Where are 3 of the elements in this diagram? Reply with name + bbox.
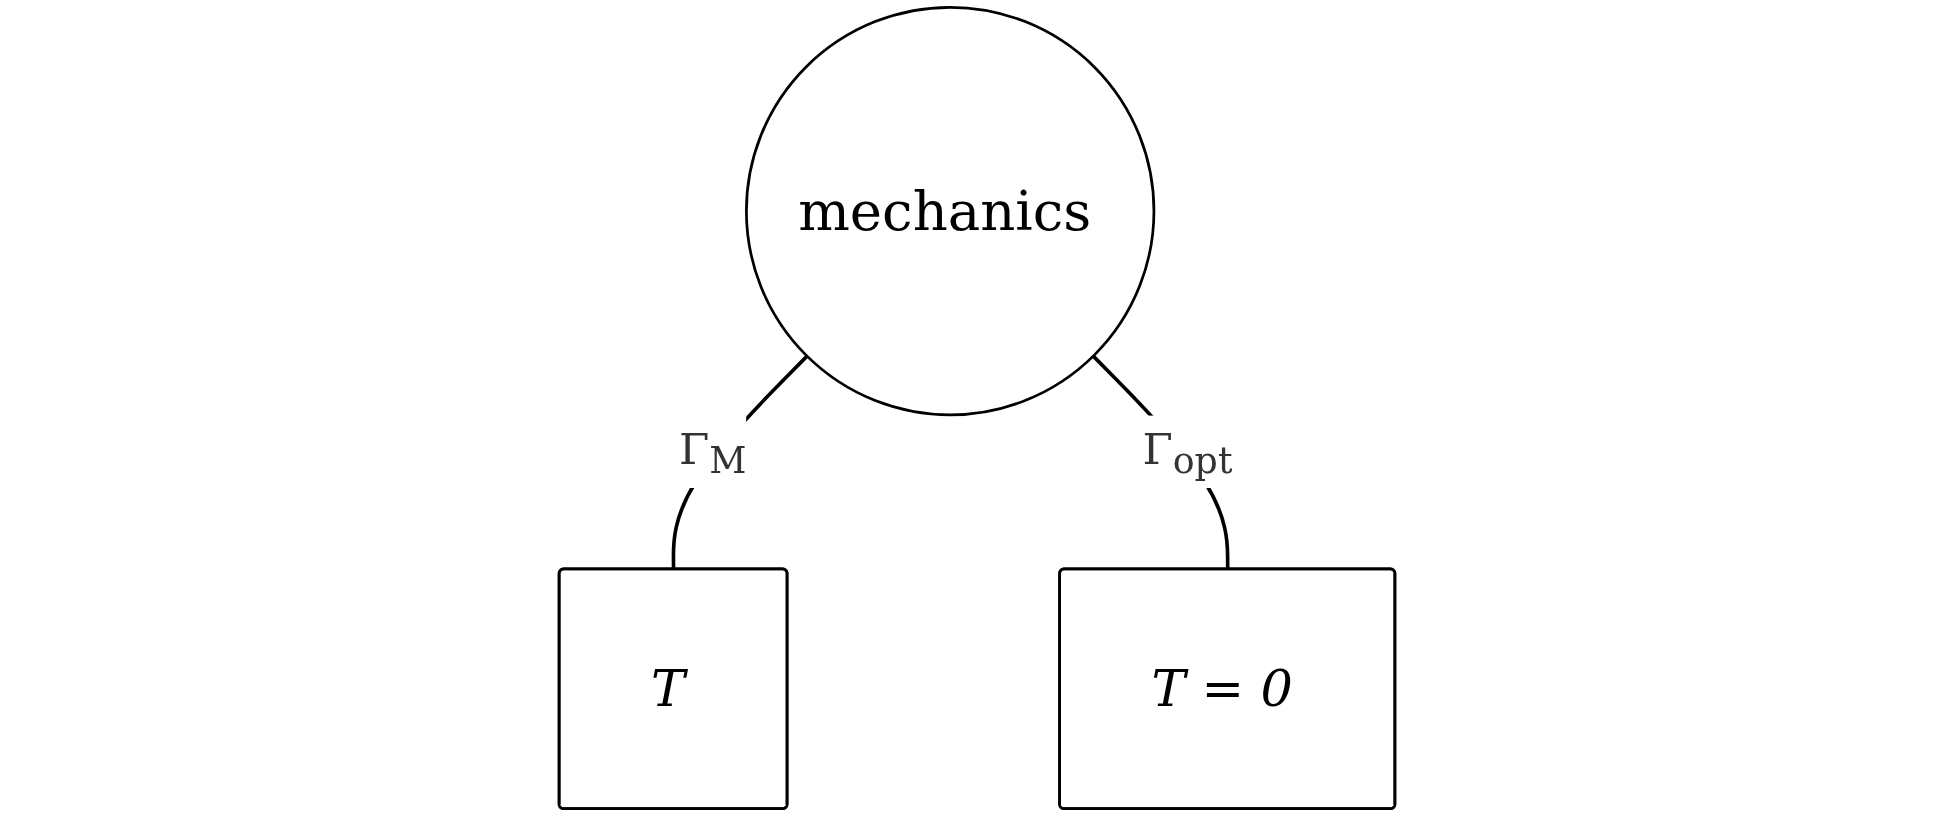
node-circle: mechanics [745, 5, 1156, 417]
edge-label: Γ$_{opt}$ [1142, 422, 1233, 482]
edge-label: Γ$_{M}$ [679, 422, 747, 482]
